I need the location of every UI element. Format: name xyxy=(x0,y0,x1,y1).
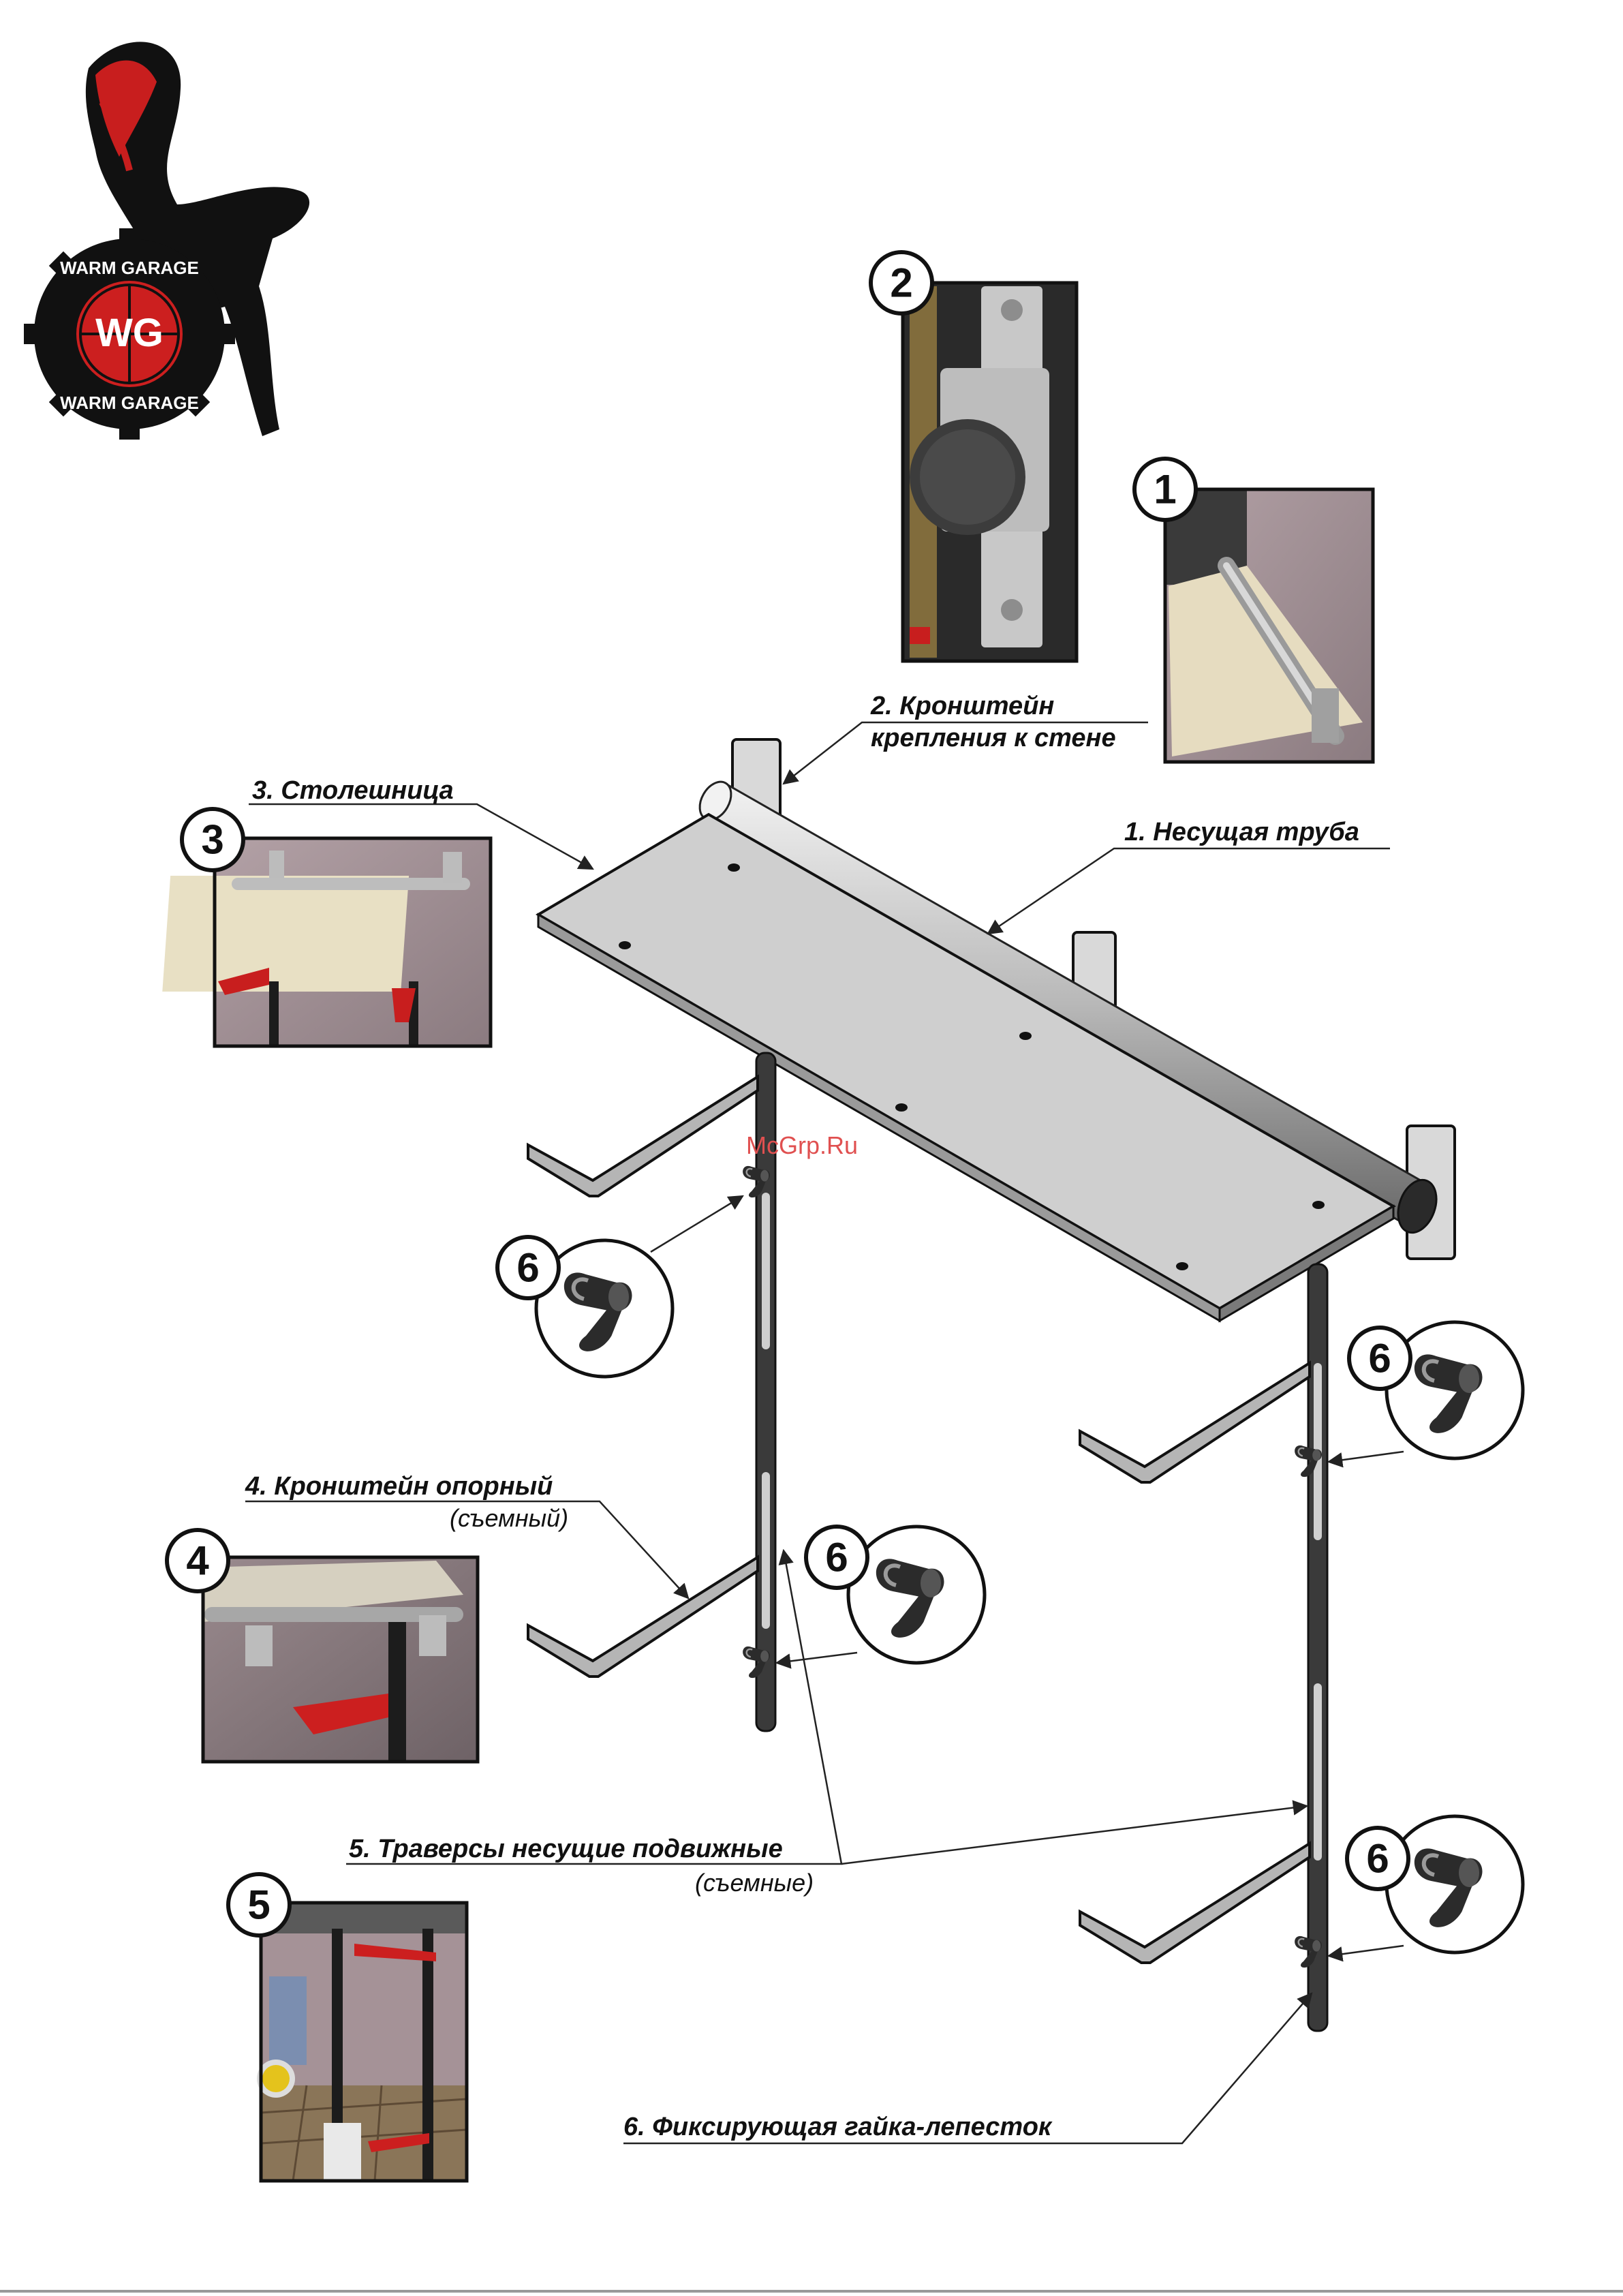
svg-text:6: 6 xyxy=(1368,1336,1391,1381)
badge-6b: 6 xyxy=(1349,1328,1410,1389)
badge-6d: 6 xyxy=(1347,1828,1408,1889)
label-part-2-line2: крепления к стене xyxy=(871,724,1116,752)
svg-text:4: 4 xyxy=(186,1538,209,1584)
photo-1-pipe-on-wall xyxy=(1165,489,1373,762)
badge-5: 5 xyxy=(228,1874,290,1935)
photo-5-traverses xyxy=(257,1903,467,2181)
label-part-4-line1: 4. Кронштейн опорный xyxy=(245,1472,553,1501)
logo-initials: WG xyxy=(95,311,164,355)
svg-text:6: 6 xyxy=(825,1535,848,1580)
svg-text:3: 3 xyxy=(201,817,223,863)
svg-text:2: 2 xyxy=(890,260,912,306)
logo-ring-bottom-text: WARM GARAGE xyxy=(60,393,199,413)
right-traverse xyxy=(1308,1264,1327,2031)
badge-2: 2 xyxy=(871,252,932,313)
badge-6c: 6 xyxy=(806,1527,867,1588)
label-part-1: 1. Несущая труба xyxy=(1124,818,1359,846)
badge-4: 4 xyxy=(167,1530,228,1591)
svg-text:6: 6 xyxy=(516,1245,539,1291)
label-part-6: 6. Фиксирующая гайка-лепесток xyxy=(623,2113,1053,2141)
label-part-3: 3. Столешница xyxy=(252,776,454,805)
svg-text:5: 5 xyxy=(247,1882,270,1928)
tabletop xyxy=(538,814,1393,1321)
badge-3: 3 xyxy=(182,809,243,870)
label-part-5-line2: (съемные) xyxy=(695,1869,814,1897)
photo-2-wall-bracket xyxy=(903,283,1077,661)
svg-text:6: 6 xyxy=(1366,1836,1389,1882)
label-part-4-line2: (съемный) xyxy=(450,1504,568,1532)
badge-6a: 6 xyxy=(497,1237,559,1298)
photo-4-support-bracket xyxy=(203,1557,478,1762)
warm-garage-logo: WG WARM GARAGE WARM GARAGE xyxy=(24,42,309,440)
badge-1: 1 xyxy=(1134,459,1196,520)
svg-text:1: 1 xyxy=(1154,467,1176,512)
label-part-2-line1: 2. Кронштейн xyxy=(870,692,1054,720)
logo-ring-top-text: WARM GARAGE xyxy=(60,258,199,278)
gear-emblem-icon: WG WARM GARAGE WARM GARAGE xyxy=(24,228,235,440)
watermark-text: McGrp.Ru xyxy=(746,1131,858,1159)
label-part-5-line1: 5. Траверсы несущие подвижные xyxy=(349,1835,783,1863)
